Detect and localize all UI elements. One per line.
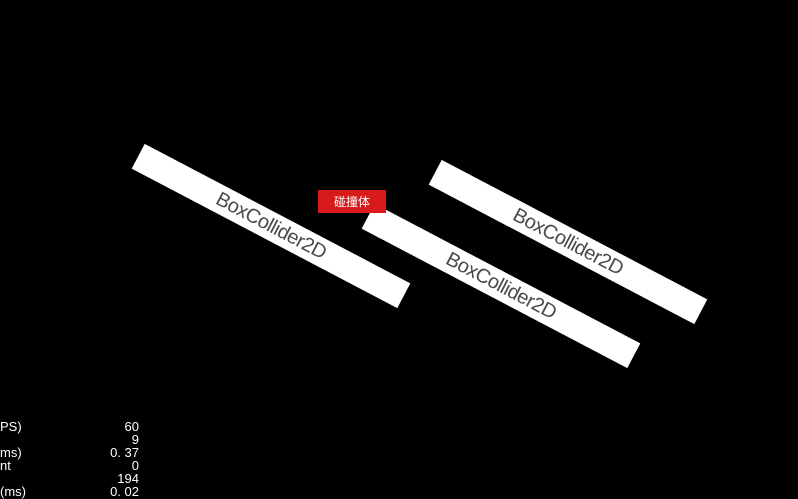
stat-row-draw-call: 9 <box>0 433 145 446</box>
stat-label: ms) <box>0 445 22 460</box>
stat-row-game-logic-time: (ms) 0. 02 <box>0 485 145 498</box>
stat-value: 194 <box>117 471 139 486</box>
stat-label: nt <box>0 458 11 473</box>
stat-value: 9 <box>131 432 139 447</box>
box-collider-2d-right[interactable]: BoxCollider2D <box>428 159 708 325</box>
stat-value: 0. 37 <box>110 445 139 460</box>
stat-value: 60 <box>124 419 139 434</box>
debug-stats-panel: PS) 60 9 ms) 0. 37 nt 0 194 (ms) 0. 02 <box>0 420 145 498</box>
stat-value: 0 <box>131 458 139 473</box>
stat-row-framerate: PS) 60 <box>0 420 145 433</box>
stat-row-frame-time: ms) 0. 37 <box>0 446 145 459</box>
stat-row-triangles: 194 <box>0 472 145 485</box>
stat-label: (ms) <box>0 484 26 499</box>
collider-tag-label: 碰撞体 <box>318 190 386 213</box>
collider-label: BoxCollider2D <box>509 204 627 280</box>
stat-row-instance-count: nt 0 <box>0 459 145 472</box>
stat-value: 0. 02 <box>110 484 139 499</box>
stat-label: PS) <box>0 419 22 434</box>
collider-label: BoxCollider2D <box>212 188 330 264</box>
collider-label: BoxCollider2D <box>442 248 560 324</box>
